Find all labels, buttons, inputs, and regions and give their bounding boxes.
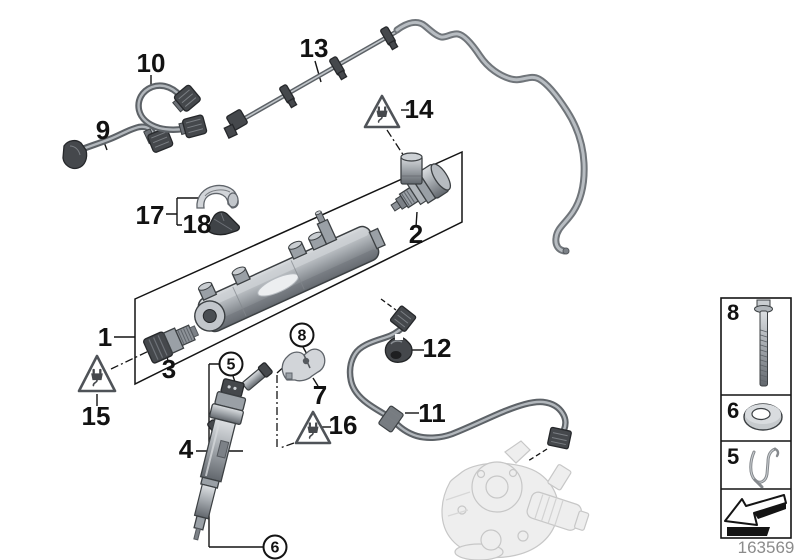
leak-oil-line — [223, 26, 399, 139]
legend-sidebar: 8 6 5 — [720, 297, 792, 539]
assembly-outline-box — [134, 150, 463, 386]
rail-pressure-sensor — [143, 324, 200, 364]
legend-clip-label[interactable]: 5 — [727, 444, 739, 469]
callout-10[interactable]: 10 — [137, 48, 166, 78]
fuel-rail — [194, 210, 386, 333]
bolt-icon — [754, 299, 773, 387]
callout-1[interactable]: 1 — [98, 322, 112, 352]
callout-12[interactable]: 12 — [423, 333, 452, 363]
callout-16[interactable]: 16 — [329, 410, 358, 440]
washer-icon — [743, 403, 783, 431]
circled-callout-8[interactable]: 8 — [289, 322, 315, 348]
callout-18[interactable]: 18 — [183, 209, 212, 239]
circled-callout-8-label[interactable]: 8 — [298, 328, 307, 345]
callout-17[interactable]: 17 — [136, 200, 165, 230]
warning-triangle-14 — [363, 94, 401, 129]
warning-triangle-16 — [294, 410, 332, 445]
legend-cell-direction[interactable] — [724, 494, 787, 536]
callout-11[interactable]: 11 — [418, 398, 446, 428]
legend-cell-bolt[interactable]: 8 — [727, 299, 773, 387]
high-pressure-pump-ghost — [441, 440, 590, 560]
hp-pipe-9 — [62, 123, 174, 170]
callout-14[interactable]: 14 — [405, 94, 434, 124]
injector-clamp — [281, 348, 326, 382]
callout-7[interactable]: 7 — [313, 380, 327, 410]
legend-cell-washer[interactable]: 6 — [727, 398, 783, 431]
callout-3[interactable]: 3 — [162, 354, 176, 384]
callout-15[interactable]: 15 — [82, 401, 111, 431]
circled-callout-5[interactable]: 5 — [218, 351, 244, 377]
drawing-number: 163569 — [738, 538, 795, 557]
circled-callout-6-label[interactable]: 6 — [271, 540, 280, 557]
callout-4[interactable]: 4 — [179, 434, 194, 464]
callout-9[interactable]: 9 — [96, 115, 110, 145]
callout-labels: 1 2 3 4 7 9 10 11 12 13 14 15 16 17 18 — [82, 33, 452, 464]
hp-pipe-pump — [346, 305, 572, 450]
vent-hose — [393, 19, 588, 255]
direction-arrow-icon — [724, 494, 787, 536]
circled-callout-6[interactable]: 6 — [262, 534, 288, 560]
hp-pipe-10 — [135, 82, 208, 139]
callout-13[interactable]: 13 — [300, 33, 329, 63]
rail-injector-ports — [197, 231, 328, 301]
legend-washer-label[interactable]: 6 — [727, 398, 739, 423]
rail-feed-nipple — [314, 210, 338, 246]
warning-triangle-15 — [77, 354, 117, 393]
grommet — [384, 334, 413, 363]
injector — [193, 362, 273, 541]
circled-callout-5-label[interactable]: 5 — [227, 357, 236, 374]
legend-bolt-label[interactable]: 8 — [727, 300, 739, 325]
pressure-regulating-valve — [390, 152, 452, 212]
injector-arm — [242, 362, 273, 391]
callout-2[interactable]: 2 — [409, 219, 423, 249]
retaining-clip-icon — [749, 447, 780, 489]
clamp-lower-half — [206, 211, 241, 236]
legend-cell-clip[interactable]: 5 — [727, 444, 780, 489]
clamp-upper-half — [196, 184, 239, 209]
